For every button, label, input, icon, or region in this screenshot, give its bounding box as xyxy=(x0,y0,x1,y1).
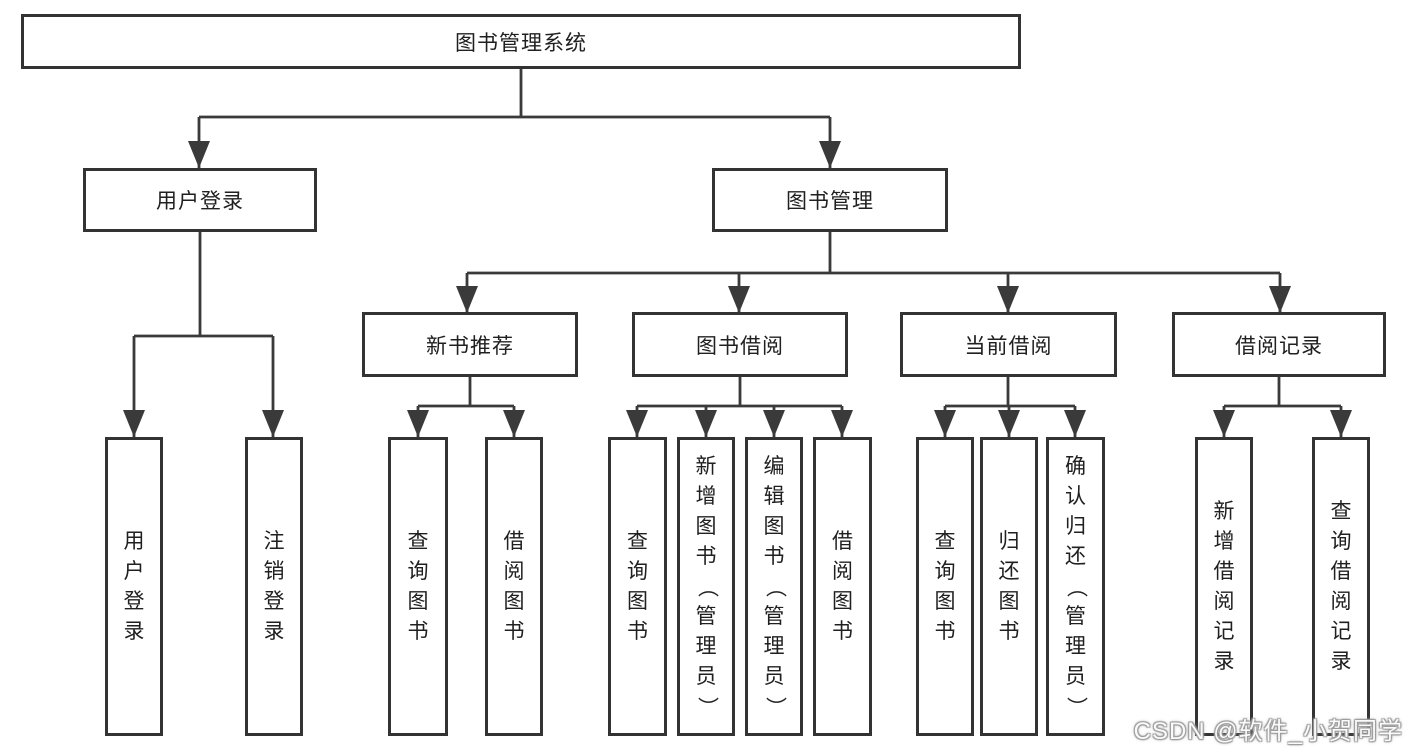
leaf-query-books-current-label: 查询图书 xyxy=(934,529,956,643)
node-current-borrow: 当前借阅 xyxy=(900,312,1117,377)
leaf-query-borrow-record: 查询借阅记录 xyxy=(1312,437,1370,736)
node-book-management: 图书管理 xyxy=(712,168,948,232)
node-borrow-records-label: 借阅记录 xyxy=(1235,334,1323,358)
leaf-logout: 注销登录 xyxy=(245,437,303,736)
leaf-query-books-borrow: 查询图书 xyxy=(608,437,667,736)
arrowheads xyxy=(123,141,1352,437)
leaf-confirm-return-admin: 确认归还（管理员） xyxy=(1046,437,1105,736)
tree-edges xyxy=(132,69,1343,437)
node-root: 图书管理系统 xyxy=(21,14,1021,69)
leaf-return-books-label: 归还图书 xyxy=(998,529,1020,643)
leaf-borrow-books-label: 借阅图书 xyxy=(832,529,853,643)
leaf-add-books-admin-label: 新增图书（管理员） xyxy=(695,454,718,718)
leaf-add-books-admin: 新增图书（管理员） xyxy=(677,437,735,736)
leaf-confirm-return-admin-label: 确认归还（管理员） xyxy=(1064,454,1088,718)
leaf-query-books-borrow-label: 查询图书 xyxy=(627,529,648,643)
leaf-user-login: 用户登录 xyxy=(105,437,163,736)
node-root-label: 图书管理系统 xyxy=(455,31,587,55)
leaf-edit-books-admin-label: 编辑图书（管理员） xyxy=(763,454,786,718)
leaf-return-books: 归还图书 xyxy=(980,437,1038,736)
node-book-borrow-label: 图书借阅 xyxy=(696,334,784,358)
leaf-edit-books-admin: 编辑图书（管理员） xyxy=(745,437,803,736)
leaf-logout-label: 注销登录 xyxy=(263,529,285,643)
leaf-query-borrow-record-label: 查询借阅记录 xyxy=(1330,499,1352,673)
leaf-add-borrow-record: 新增借阅记录 xyxy=(1195,437,1253,736)
leaf-user-login-label: 用户登录 xyxy=(123,529,145,643)
csdn-watermark: CSDN @软件_小贺同学 xyxy=(1133,718,1403,745)
leaf-borrow-books-recommend-label: 借阅图书 xyxy=(503,529,525,643)
leaf-query-books-recommend: 查询图书 xyxy=(388,437,448,736)
node-book-borrow: 图书借阅 xyxy=(632,312,848,377)
node-new-book-recommend: 新书推荐 xyxy=(362,312,578,377)
leaf-query-books-recommend-label: 查询图书 xyxy=(407,529,429,643)
leaf-add-borrow-record-label: 新增借阅记录 xyxy=(1213,499,1235,673)
leaf-borrow-books-recommend: 借阅图书 xyxy=(485,437,543,736)
leaf-borrow-books: 借阅图书 xyxy=(813,437,872,736)
node-new-book-recommend-label: 新书推荐 xyxy=(426,334,514,358)
leaf-query-books-current: 查询图书 xyxy=(916,437,974,736)
node-book-management-label: 图书管理 xyxy=(786,190,874,213)
node-user-login-label: 用户登录 xyxy=(156,190,244,213)
node-user-login: 用户登录 xyxy=(83,168,317,232)
node-current-borrow-label: 当前借阅 xyxy=(964,334,1053,358)
node-borrow-records: 借阅记录 xyxy=(1172,312,1386,377)
